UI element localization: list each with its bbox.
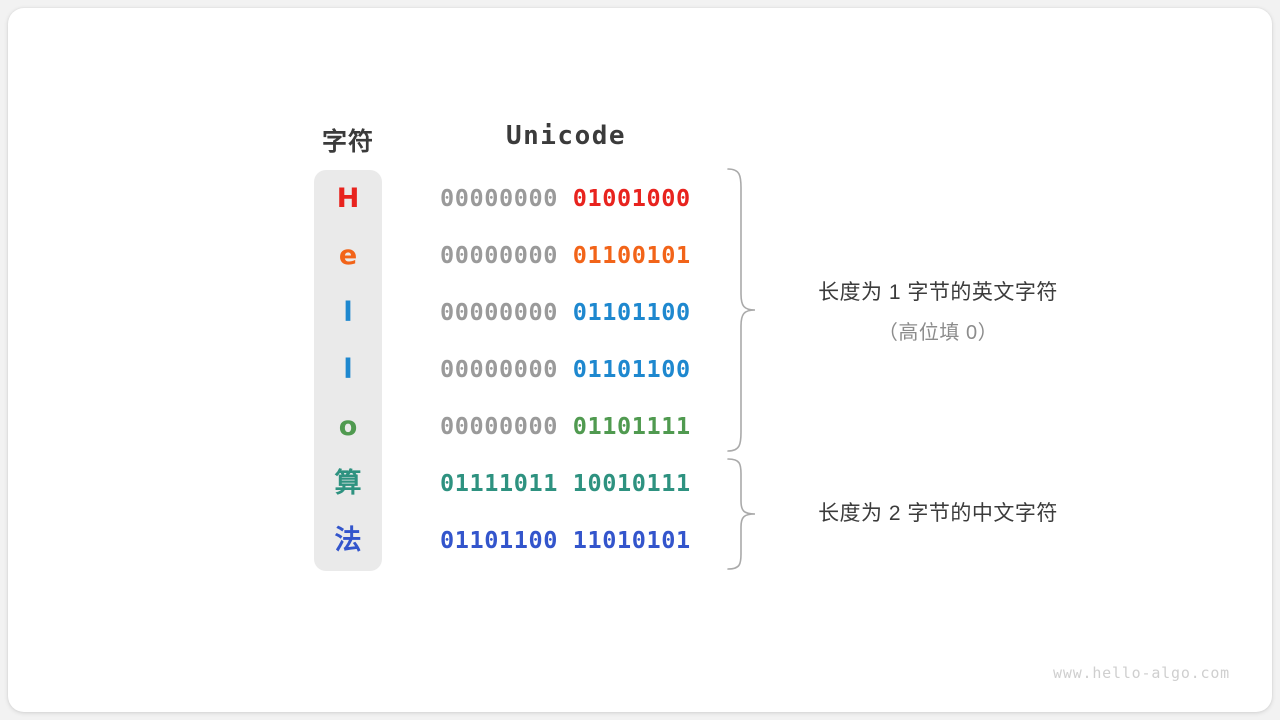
- row-low-byte: 10010111: [572, 469, 691, 497]
- table-row: H 00000000 01001000: [314, 170, 714, 227]
- table-row: l 00000000 01101100: [314, 341, 714, 398]
- character-column-panel: [314, 170, 382, 571]
- row-high-byte: 00000000: [440, 241, 558, 269]
- annotation-one-byte-title: 长度为 1 字节的英文字符: [818, 281, 1058, 304]
- row-character: H: [336, 183, 360, 214]
- brace-one-byte-group: [724, 166, 760, 454]
- watermark: www.hello-algo.com: [1053, 664, 1230, 682]
- annotation-one-byte: 长度为 1 字节的英文字符 （高位填 0）: [768, 276, 1108, 345]
- column-header-character: 字符: [321, 128, 374, 156]
- table-row: 算 01111011 10010111: [314, 455, 714, 512]
- row-low-byte: 01101100: [572, 355, 691, 383]
- row-low-byte: 11010101: [572, 526, 691, 554]
- row-unicode-bits: 00000000 01100101: [440, 227, 691, 284]
- row-high-byte: 00000000: [440, 298, 558, 326]
- row-low-byte: 01001000: [572, 184, 691, 212]
- row-unicode-bits: 00000000 01001000: [440, 170, 691, 227]
- row-high-byte: 01101100: [440, 526, 558, 554]
- row-low-byte: 01101100: [572, 298, 691, 326]
- table-row: o 00000000 01101111: [314, 398, 714, 455]
- row-high-byte: 00000000: [440, 355, 558, 383]
- brace-two-byte-group: [724, 456, 760, 572]
- table-row: 法 01101100 11010101: [314, 512, 714, 569]
- diagram-card: 字符 Unicode H 00000000 01001000 e 0000000…: [8, 8, 1272, 712]
- row-character: 算: [334, 468, 362, 498]
- row-character: e: [338, 240, 358, 271]
- column-header-unicode: Unicode: [505, 121, 627, 151]
- row-high-byte: 01111011: [440, 469, 558, 497]
- row-low-byte: 01100101: [572, 241, 691, 269]
- row-character: 法: [334, 525, 362, 555]
- row-unicode-bits: 00000000 01101111: [440, 398, 691, 455]
- row-low-byte: 01101111: [572, 412, 691, 440]
- row-unicode-bits: 00000000 01101100: [440, 284, 691, 341]
- row-high-byte: 00000000: [440, 184, 558, 212]
- row-unicode-bits: 01111011 10010111: [440, 455, 691, 512]
- row-unicode-bits: 01101100 11010101: [440, 512, 691, 569]
- row-high-byte: 00000000: [440, 412, 558, 440]
- annotation-two-byte-title: 长度为 2 字节的中文字符: [818, 502, 1058, 525]
- table-row: e 00000000 01100101: [314, 227, 714, 284]
- annotation-two-byte: 长度为 2 字节的中文字符: [768, 497, 1108, 527]
- annotation-one-byte-note: （高位填 0）: [877, 322, 999, 344]
- row-character: o: [338, 411, 358, 442]
- row-character: l: [343, 297, 353, 328]
- row-unicode-bits: 00000000 01101100: [440, 341, 691, 398]
- row-character: l: [343, 354, 353, 385]
- table-row: l 00000000 01101100: [314, 284, 714, 341]
